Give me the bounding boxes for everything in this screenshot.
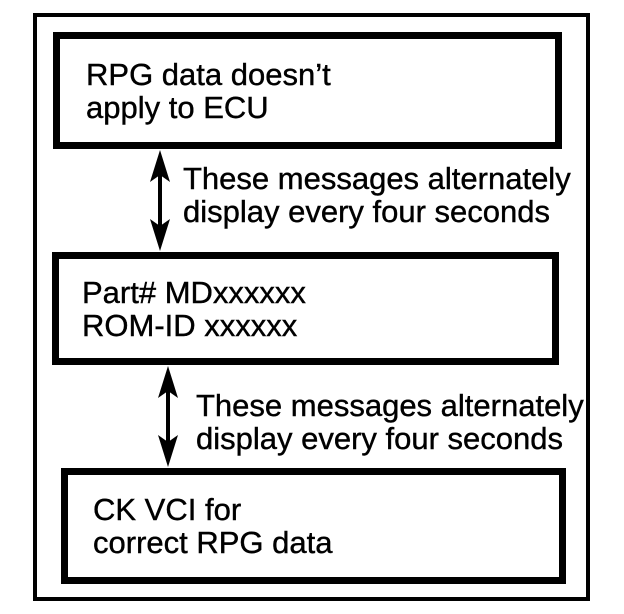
message-3-line-1: CK VCI for	[93, 492, 242, 527]
message-3-line-2: correct RPG data	[93, 525, 333, 560]
connector-label-1-line-1: These messages alternately	[183, 161, 571, 196]
message-1-line-2: apply to ECU	[86, 89, 269, 125]
message-2-line-2: ROM-ID xxxxxx	[82, 307, 298, 343]
message-1-line-1: RPG data doesn’t	[86, 56, 331, 92]
double-headed-arrow-icon-1	[150, 150, 170, 251]
double-headed-arrow-icon-2	[158, 366, 178, 467]
connector-label-1: These messages alternately display every…	[183, 162, 571, 228]
display-message-box-1: RPG data doesn’t apply to ECU	[53, 32, 562, 149]
message-2-line-1: Part# MDxxxxxx	[82, 274, 306, 310]
connector-label-2: These messages alternately display every…	[196, 389, 584, 455]
diagram-outer-frame	[33, 13, 590, 601]
connector-label-2-line-1: These messages alternately	[196, 388, 584, 423]
connector-label-1-line-2: display every four seconds	[183, 194, 551, 229]
connector-label-2-line-2: display every four seconds	[196, 421, 564, 456]
display-message-box-3: CK VCI for correct RPG data	[61, 468, 566, 584]
display-message-box-2: Part# MDxxxxxx ROM-ID xxxxxx	[52, 252, 559, 365]
